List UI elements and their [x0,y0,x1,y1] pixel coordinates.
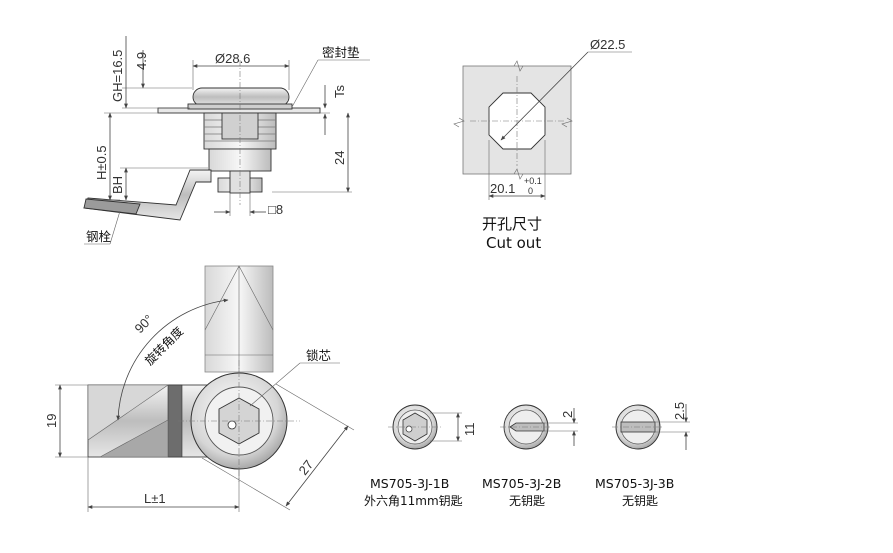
variant-3b-model: MS705-3J-3B [595,476,674,491]
latch-tip [83,198,141,215]
dim-27: 27 [296,457,317,478]
label-gasket: 密封垫 [322,45,360,60]
dim-h: H±0.5 [94,145,109,180]
variant-2b-desc: 无钥匙 [509,494,545,508]
cutout-title-en: Cut out [486,234,541,252]
variant-1b: 11 MS705-3J-1B 外六角11mm钥匙 [364,404,477,508]
variant-3b: 2.5 MS705-3J-3B 无钥匙 [595,402,690,508]
cutout-title-cn: 开孔尺寸 [482,215,542,233]
front-view: 90° 旋转角度 锁芯 19 27 L±1 [44,265,355,512]
variant-1b-desc: 外六角11mm钥匙 [364,494,463,508]
dim-cutout-diameter: Ø22.5 [590,37,625,52]
dim-angle: 90° [132,312,157,337]
dim-ts: Ts [332,85,347,99]
label-core: 锁芯 [306,348,331,363]
label-rotation: 旋转角度 [142,324,187,369]
variant-2b-model: MS705-3J-2B [482,476,561,491]
dim-19: 19 [44,414,59,428]
cap-dome [192,87,290,107]
dim-24: 24 [332,151,347,165]
label-latch: 钢栓 [86,229,112,244]
dim-tolerance-plus: +0.1 [524,176,542,186]
dim-4-9: 4.9 [134,52,149,70]
dim-variant-2b: 2 [560,411,575,418]
dim-gh: GH=16.5 [110,50,125,102]
dim-cutout-width: 20.1 [490,181,515,196]
cutout-view: Ø22.5 20.1 +0.1 0 开孔尺寸 Cut out [453,37,632,252]
dim-tolerance-zero: 0 [528,186,533,196]
variant-3b-desc: 无钥匙 [622,494,658,508]
dim-l: L±1 [144,491,166,506]
dim-bh: BH [110,176,125,194]
dim-variant-3b: 2.5 [672,402,687,420]
dim-cap-diameter: Ø28.6 [215,51,250,66]
side-view: Ø28.6 密封垫 GH=16.5 4.9 Ts 24 H±0.5 BH [83,36,370,245]
dim-square: □8 [268,202,283,217]
variant-2b: 2 MS705-3J-2B 无钥匙 [482,404,578,508]
variant-1b-model: MS705-3J-1B [370,476,449,491]
dim-variant-1b: 11 [462,423,477,437]
